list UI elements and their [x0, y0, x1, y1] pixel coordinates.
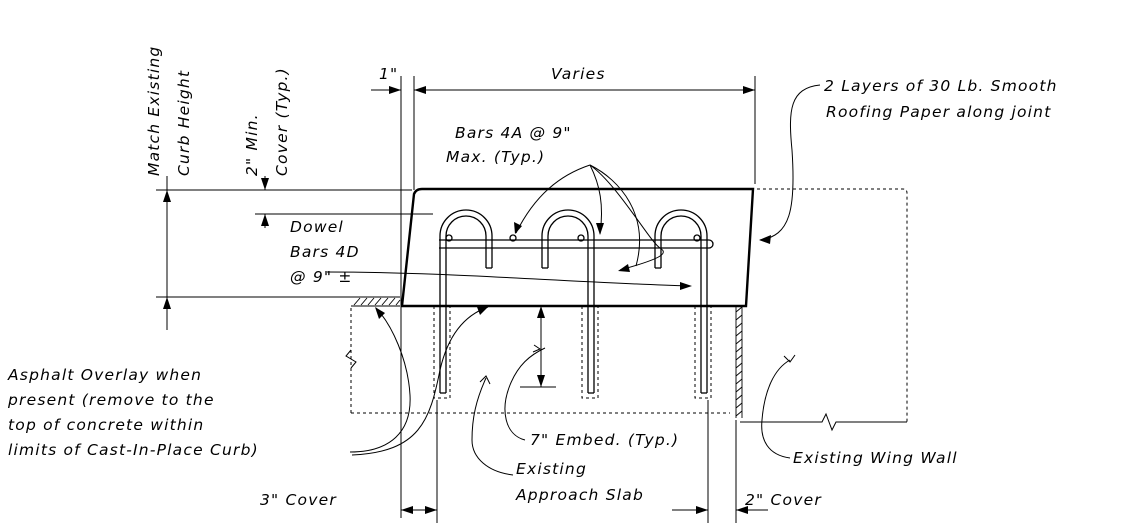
roofing-paper-callout-1: 2 Layers of 30 Lb. Smooth [824, 77, 1058, 95]
bar-4a-hairpin-3 [654, 209, 708, 394]
dowel-bars-callout-2: Bars 4D [290, 243, 360, 261]
roofing-paper-leader [759, 84, 821, 241]
bars-4a-callout-2: Max. (Typ.) [446, 148, 545, 166]
bottom-left-cover-dimension [401, 400, 438, 523]
dowel-holes [433, 306, 712, 399]
cover-label-2: Cover (Typ.) [273, 67, 291, 176]
curb-height-dimension [156, 176, 412, 330]
asphalt-callout-4: limits of Cast-In-Place Curb) [8, 441, 259, 459]
dowel-bars-leader [326, 271, 691, 287]
wing-wall-callout: Existing Wing Wall [793, 449, 958, 467]
wing-wall-break-line [740, 412, 907, 432]
roofing-paper-callout-2: Roofing Paper along joint [826, 103, 1051, 121]
embed-dimension [520, 305, 556, 388]
bottom-right-cover-dimension [672, 400, 768, 523]
bar-4a-hairpin-1 [439, 209, 493, 394]
one-inch-dimension: 1" [379, 65, 398, 83]
approach-slab-leader [471, 377, 514, 476]
top-dimension [371, 76, 756, 518]
wing-wall-outline [757, 188, 908, 422]
asphalt-callout-1: Asphalt Overlay when [7, 366, 202, 384]
approach-slab-callout-1: Existing [516, 460, 587, 478]
wing-wall-leader [761, 359, 791, 459]
bar-4a-hairpin-2 [541, 209, 595, 394]
three-inch-cover: 3" Cover [260, 491, 337, 509]
curb-height-label-2: Curb Height [175, 70, 193, 176]
asphalt-overlay-hatch [351, 296, 401, 307]
curb-height-label-1: Match Existing [145, 46, 163, 176]
dowel-bars-callout-1: Dowel [290, 218, 344, 236]
varies-dimension: Varies [551, 65, 606, 83]
asphalt-overlay-leader-2 [351, 306, 489, 456]
asphalt-callout-3: top of concrete within [8, 416, 204, 434]
bars-4a-leaders [515, 164, 664, 271]
top-cover-dimension [255, 176, 433, 228]
dowel-bars-callout-3: @ 9" ± [290, 268, 353, 286]
embed-leader [504, 347, 546, 441]
roofing-paper-joint [735, 306, 743, 418]
slab-break-symbol [345, 349, 357, 369]
asphalt-callout-2: present (remove to the [7, 391, 215, 409]
curb-outline [400, 187, 755, 308]
cover-label-1: 2" Min. [243, 113, 261, 176]
longitudinal-bar-dots [445, 234, 701, 242]
two-inch-cover: 2" Cover [745, 491, 822, 509]
longitudinal-bars [439, 239, 714, 249]
bars-4a-callout-1: Bars 4A @ 9" [455, 124, 572, 142]
approach-slab-callout-2: Approach Slab [515, 486, 644, 504]
embed-callout: 7" Embed. (Typ.) [530, 431, 679, 449]
asphalt-overlay-leader [349, 307, 411, 453]
